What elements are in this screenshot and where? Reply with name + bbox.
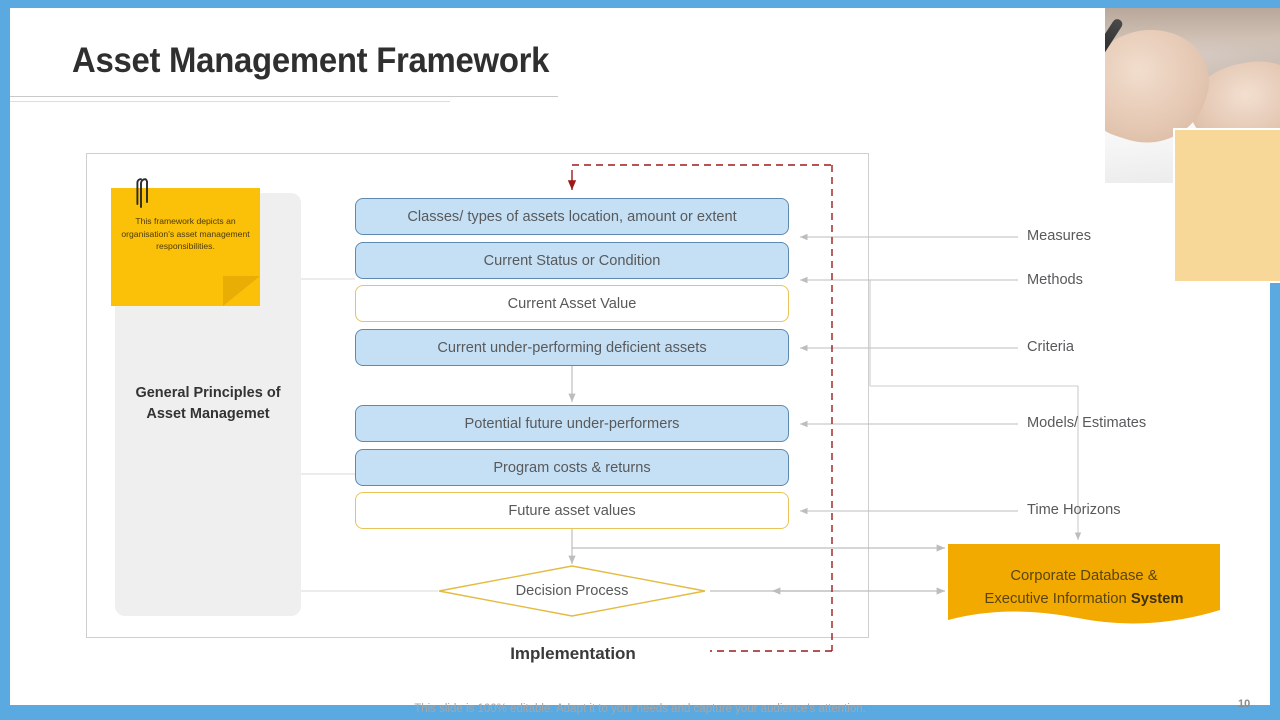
process-box[interactable]: Program costs & returns bbox=[355, 449, 789, 486]
general-principles-label: General Principles of Asset Managemet bbox=[115, 383, 301, 425]
sticky-note-text: This framework depicts an organisation's… bbox=[121, 216, 250, 251]
paperclip-icon bbox=[136, 178, 148, 208]
process-box-label: Potential future under-performers bbox=[464, 415, 680, 432]
process-box[interactable]: Current Status or Condition bbox=[355, 242, 789, 279]
process-box-label: Future asset values bbox=[508, 502, 636, 519]
process-box[interactable]: Current under-performing deficient asset… bbox=[355, 329, 789, 366]
page-title: Asset Management Framework bbox=[72, 41, 550, 80]
process-box[interactable]: Classes/ types of assets location, amoun… bbox=[355, 198, 789, 235]
right-label: Time Horizons bbox=[1027, 502, 1121, 518]
general-principles-line1: General Principles of bbox=[135, 385, 281, 401]
process-box-label: Program costs & returns bbox=[493, 459, 651, 476]
title-divider-secondary bbox=[10, 101, 450, 102]
decision-process-label: Decision Process bbox=[515, 583, 629, 599]
footer-note: This slide is 100% editable. Adapt it to… bbox=[414, 703, 866, 715]
decision-process-diamond[interactable] bbox=[438, 565, 706, 617]
banner-line2-normal: Executive Information bbox=[984, 591, 1131, 607]
photo-accent-frame bbox=[1173, 128, 1280, 283]
photo-accent-block bbox=[1175, 130, 1280, 282]
corporate-database-banner[interactable] bbox=[948, 544, 1220, 626]
process-box-label: Current Asset Value bbox=[507, 295, 637, 312]
right-label: Models/ Estimates bbox=[1027, 415, 1147, 431]
process-box[interactable]: Current Asset Value bbox=[355, 285, 789, 322]
process-box-label: Current Status or Condition bbox=[483, 252, 661, 269]
title-divider bbox=[10, 96, 558, 97]
process-box[interactable]: Future asset values bbox=[355, 492, 789, 529]
diagram-frame bbox=[86, 153, 869, 638]
process-box-label: Current under-performing deficient asset… bbox=[437, 339, 707, 356]
general-principles-line2: Asset Managemet bbox=[146, 406, 270, 422]
banner-line2-bold: System bbox=[1130, 591, 1184, 607]
corporate-database-banner-text: Corporate Database & Executive Informati… bbox=[948, 565, 1220, 611]
sticky-note-fold bbox=[223, 276, 260, 306]
slide-canvas: Asset Management Framework General Princ… bbox=[10, 8, 1280, 715]
right-label: Methods bbox=[1027, 272, 1083, 288]
right-label: Criteria bbox=[1027, 339, 1075, 355]
right-label: Measures bbox=[1027, 228, 1092, 244]
process-box-label: Classes/ types of assets location, amoun… bbox=[407, 208, 737, 225]
process-box[interactable]: Potential future under-performers bbox=[355, 405, 789, 442]
banner-line1: Corporate Database & bbox=[1010, 568, 1158, 584]
implementation-label: Implementation bbox=[510, 644, 636, 663]
page-number: 10 bbox=[1238, 698, 1251, 710]
